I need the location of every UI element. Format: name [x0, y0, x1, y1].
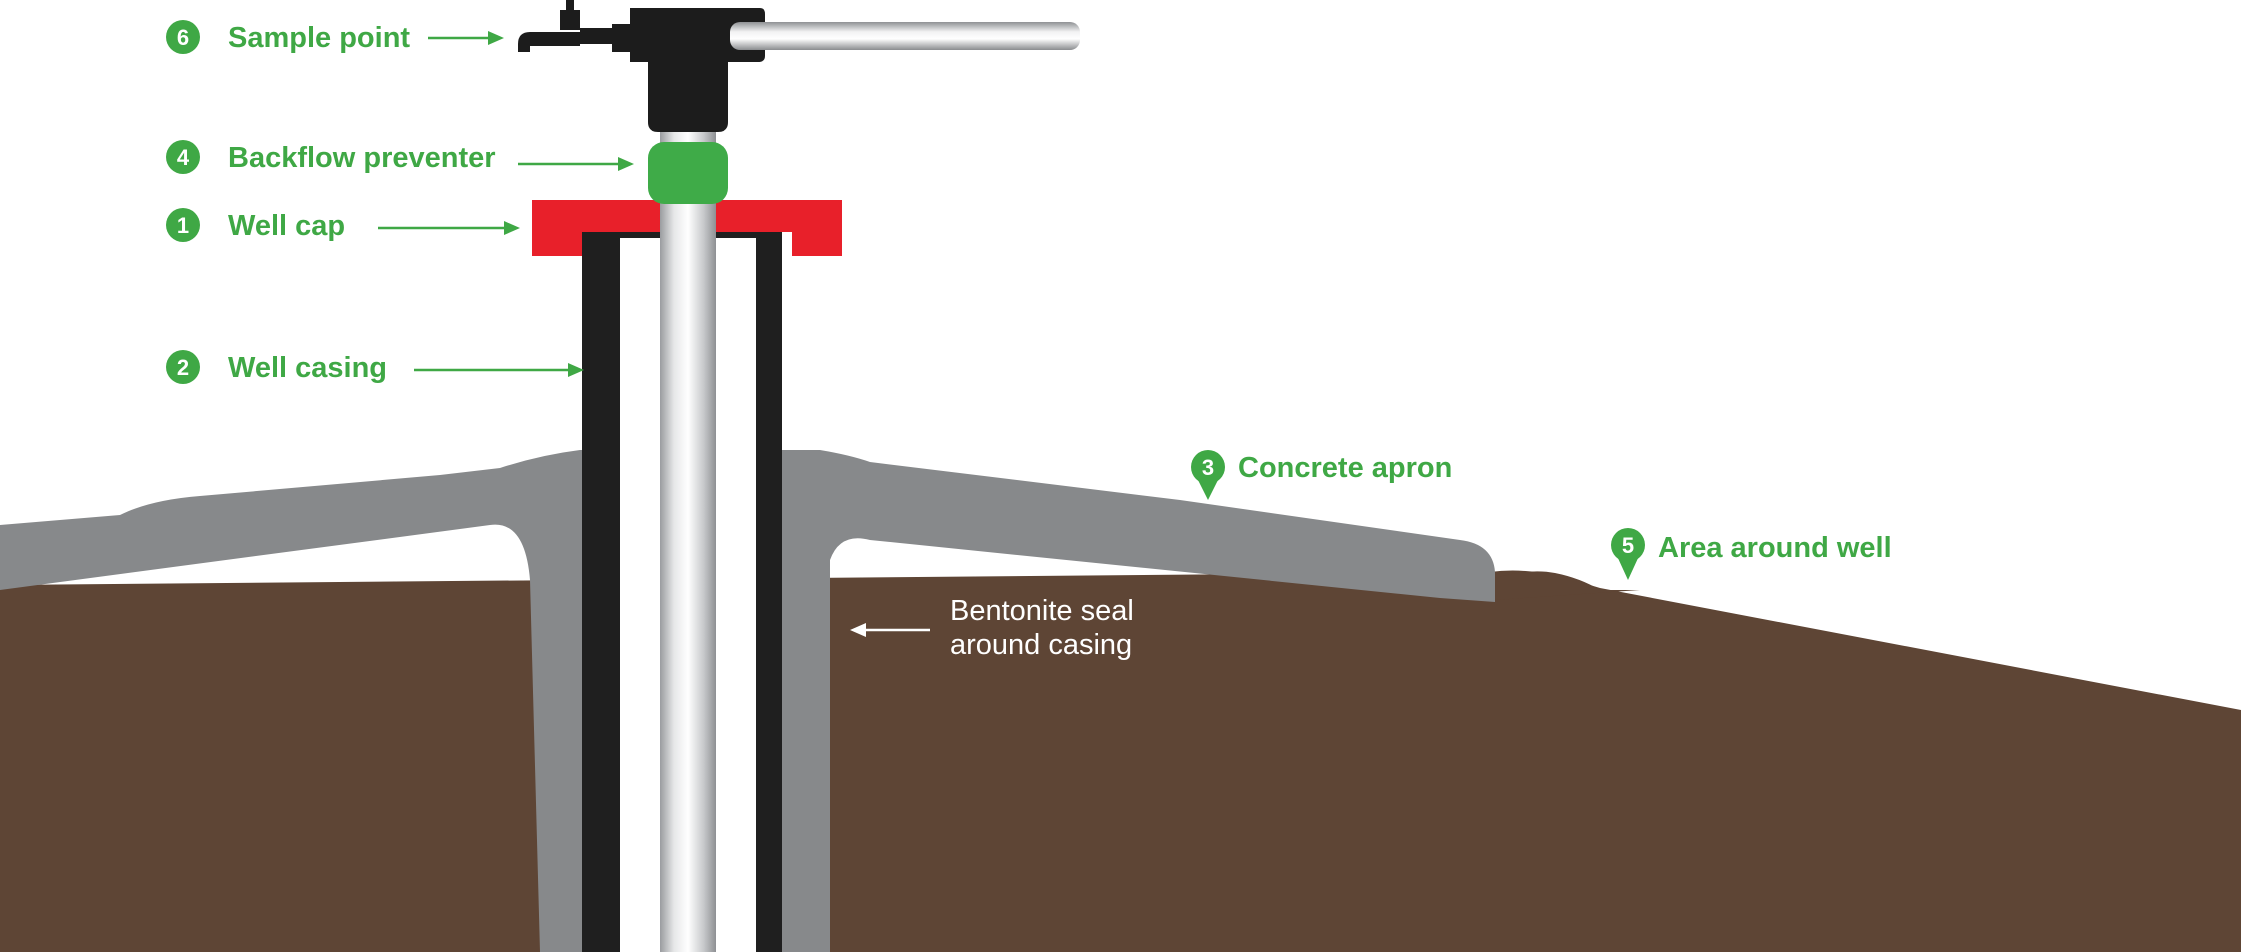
- label-number: 6: [177, 25, 189, 50]
- soil-bump: [1495, 571, 1640, 600]
- label-number: 5: [1622, 533, 1634, 558]
- label-concrete-apron: 3 Concrete apron: [1191, 450, 1452, 500]
- horizontal-pipe: [730, 22, 1080, 50]
- soil: [0, 570, 2241, 952]
- bentonite-line-2: around casing: [950, 629, 1132, 661]
- backflow-preventer: [648, 142, 728, 204]
- label-well-cap: 1 Well cap: [166, 208, 520, 242]
- label-text: Well casing: [228, 352, 387, 384]
- circle-number-icon: [166, 140, 200, 174]
- label-area-around-well: 5 Area around well: [1611, 528, 1892, 580]
- label-sample-point: 6 Sample point: [166, 20, 504, 54]
- label-well-casing: 2 Well casing: [166, 350, 584, 384]
- label-number: 3: [1202, 455, 1214, 480]
- label-number: 2: [177, 355, 189, 380]
- label-backflow-preventer: 4 Backflow preventer: [166, 140, 634, 174]
- bentonite-line-1: Bentonite seal: [950, 595, 1134, 627]
- label-bentonite-seal: Bentonite seal around casing: [850, 595, 1134, 661]
- label-text: Concrete apron: [1238, 452, 1452, 484]
- label-number: 1: [177, 213, 189, 238]
- arrow-right-icon: [378, 221, 520, 235]
- map-pin-number-icon: [1191, 450, 1225, 500]
- label-text: Sample point: [228, 22, 410, 54]
- label-number: 4: [177, 145, 190, 170]
- label-text: Well cap: [228, 210, 345, 242]
- label-text: Area around well: [1658, 532, 1892, 564]
- arrow-right-icon: [518, 157, 634, 171]
- drop-pipe: [660, 120, 716, 952]
- arrow-right-icon: [850, 623, 930, 637]
- arrow-right-icon: [414, 363, 584, 377]
- circle-number-icon: [166, 20, 200, 54]
- arrow-right-icon: [428, 31, 504, 45]
- circle-number-icon: [166, 208, 200, 242]
- circle-number-icon: [166, 350, 200, 384]
- tap-icon: [518, 0, 632, 52]
- label-text: Backflow preventer: [228, 142, 496, 174]
- map-pin-number-icon: [1611, 528, 1645, 580]
